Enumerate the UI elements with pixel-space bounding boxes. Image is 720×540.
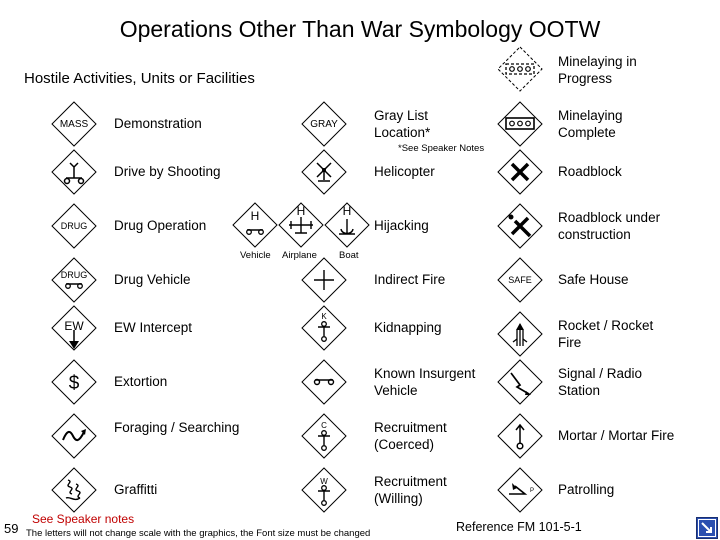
safe-house-symbol: SAFE	[497, 257, 543, 303]
hijacking-boat-label: Boat	[339, 250, 359, 261]
ew-intercept-label: EW Intercept	[114, 320, 193, 335]
minelaying-in-progress-label: Minelaying in Progress	[558, 54, 637, 86]
patrolling-symbol: P	[497, 467, 543, 513]
drive-by-shooting-label: Drive by Shooting	[114, 164, 221, 179]
rocket-symbol	[497, 311, 543, 357]
minelaying-complete-symbol	[497, 101, 543, 147]
reference-note: Reference FM 101-5-1	[456, 520, 582, 534]
mortar-label: Mortar / Mortar Fire	[558, 428, 675, 443]
svg-text:H: H	[343, 204, 352, 218]
drug-vehicle-label: Drug Vehicle	[114, 272, 191, 287]
svg-text:GRAY: GRAY	[310, 119, 338, 130]
demonstration-symbol: MASS	[51, 101, 97, 147]
hijacking-vehicle-label: Vehicle	[240, 250, 271, 261]
mortar-symbol	[497, 413, 543, 459]
signal-radio-station-label: Signal / Radio Station	[558, 366, 643, 398]
drug-operation-label: Drug Operation	[114, 218, 207, 233]
helicopter-symbol	[301, 149, 347, 195]
known-insurgent-vehicle-symbol	[301, 359, 347, 405]
graffiti-label: Graffitti	[114, 482, 158, 497]
page-title: Operations Other Than War Symbology OOTW	[119, 16, 601, 42]
roadblock-under-construction-symbol	[497, 203, 543, 249]
svg-text:P: P	[530, 488, 534, 494]
svg-text:H: H	[251, 209, 260, 223]
demonstration-label: Demonstration	[114, 116, 202, 131]
scale-note: The letters will not change scale with t…	[26, 528, 371, 539]
recruitment-willing-label: Recruitment (Willing)	[374, 474, 447, 506]
svg-text:H: H	[297, 204, 306, 218]
kidnapping-label: Kidnapping	[374, 320, 442, 335]
section-subtitle: Hostile Activities, Units or Facilities	[24, 70, 255, 87]
kidnapping-symbol: K	[301, 305, 347, 351]
roadblock-under-construction-label: Roadblock under construction	[558, 210, 661, 242]
recruitment-willing-symbol: W	[301, 467, 347, 513]
svg-text:SAFE: SAFE	[508, 275, 532, 285]
svg-text:MASS: MASS	[60, 119, 89, 130]
svg-text:EW: EW	[64, 319, 84, 333]
safe-house-label: Safe House	[558, 272, 629, 287]
signal-radio-station-symbol	[497, 359, 543, 405]
indirect-fire-label: Indirect Fire	[374, 272, 446, 287]
svg-text:DRUG: DRUG	[61, 270, 88, 280]
patrolling-label: Patrolling	[558, 482, 615, 497]
graffiti-symbol	[51, 467, 97, 513]
helicopter-label: Helicopter	[374, 164, 435, 179]
known-insurgent-vehicle-label: Known Insurgent Vehicle	[374, 366, 476, 398]
minelaying-in-progress-symbol	[497, 46, 543, 92]
svg-text:DRUG: DRUG	[61, 221, 88, 231]
extortion-label: Extortion	[114, 374, 168, 389]
hijacking-airplane-label: Airplane	[282, 250, 317, 261]
minelaying-complete-label: Minelaying Complete	[558, 108, 623, 140]
slide-nav-icon[interactable]	[696, 517, 718, 539]
svg-text:$: $	[69, 373, 80, 394]
drug-vehicle-symbol: DRUG	[51, 257, 97, 303]
drug-operation-symbol: DRUG	[51, 203, 97, 249]
see-speaker-notes-link: See Speaker notes	[32, 512, 135, 526]
roadblock-label: Roadblock	[558, 164, 622, 179]
speaker-notes-inline: *See Speaker Notes	[398, 143, 485, 154]
foraging-searching-label: Foraging / Searching	[114, 420, 240, 435]
hijacking-airplane-symbol: H	[278, 202, 324, 248]
page-number: 59	[4, 521, 19, 536]
hijacking-label: Hijacking	[374, 218, 429, 233]
drive-by-shooting-symbol	[51, 149, 97, 195]
svg-text:C: C	[321, 421, 327, 430]
rocket-label: Rocket / Rocket Fire	[558, 318, 654, 350]
foraging-searching-symbol	[51, 413, 97, 459]
svg-text:W: W	[320, 477, 328, 486]
svg-text:K: K	[321, 312, 327, 321]
hijacking-boat-symbol: H	[324, 202, 370, 248]
ew-intercept-symbol: EW	[51, 305, 97, 351]
recruitment-coerced-label: Recruitment (Coerced)	[374, 420, 447, 452]
gray-list-location-symbol: GRAY	[301, 101, 347, 147]
indirect-fire-symbol	[301, 257, 347, 303]
extortion-symbol: $	[51, 359, 97, 405]
roadblock-symbol	[497, 149, 543, 195]
hijacking-vehicle-symbol: H	[232, 202, 278, 248]
gray-list-location-label: Gray List Location*	[374, 108, 431, 140]
recruitment-coerced-symbol: C	[301, 413, 347, 459]
